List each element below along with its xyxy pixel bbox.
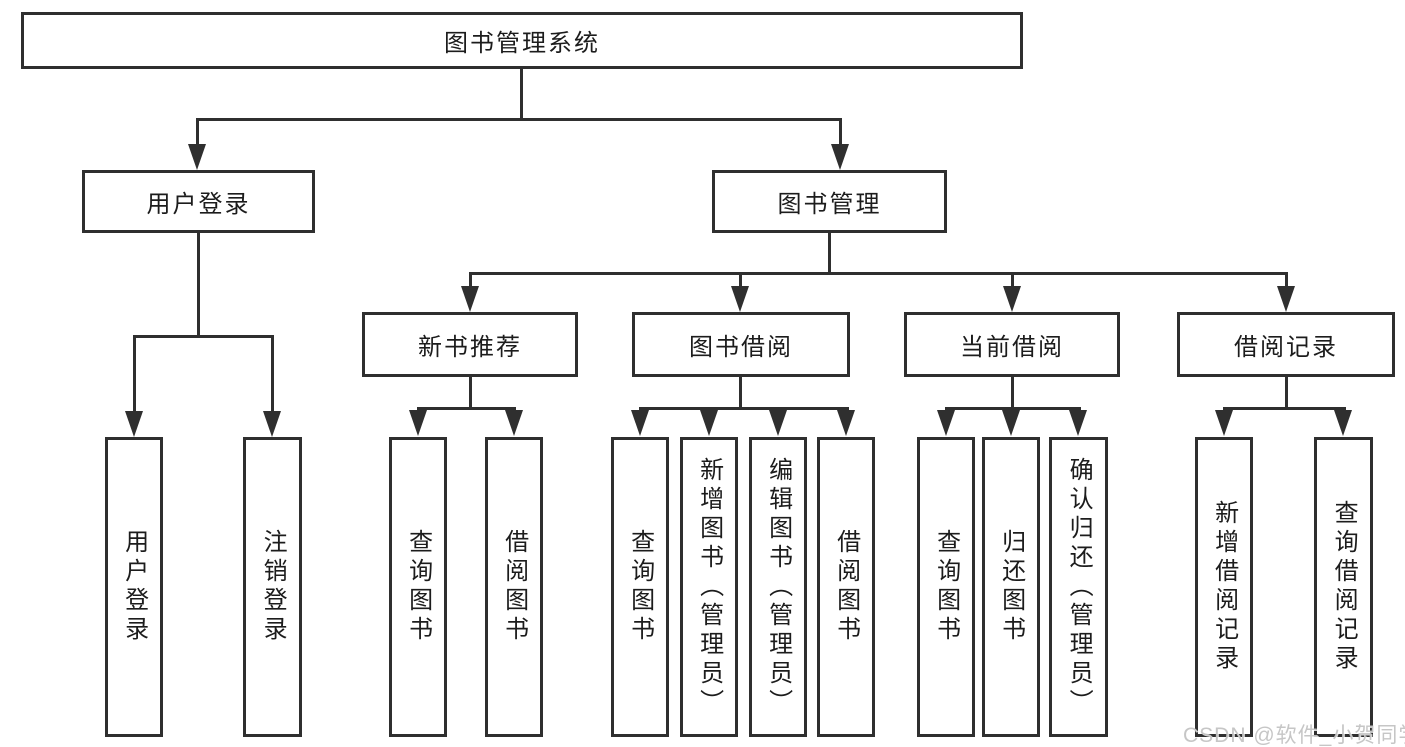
- leaf-label: 新增借阅记录: [1210, 500, 1238, 674]
- node-label: 借阅记录: [1234, 334, 1338, 361]
- connector-line: [417, 407, 516, 410]
- leaf-label: 确认归还（管理员）: [1065, 456, 1093, 718]
- arrow-down-icon: [188, 144, 206, 170]
- leaf-label: 编辑图书（管理员）: [764, 456, 792, 718]
- connector-line: [196, 118, 842, 121]
- connector-line: [133, 335, 136, 413]
- leaf-return-books: 归还图书: [982, 437, 1040, 737]
- connector-line: [196, 118, 199, 150]
- node-book-borrowing: 图书借阅: [632, 312, 850, 377]
- node-borrowing-records: 借阅记录: [1177, 312, 1395, 377]
- connector-line: [739, 272, 742, 290]
- connector-line: [839, 118, 842, 150]
- arrow-down-icon: [831, 144, 849, 170]
- connector-line: [1285, 377, 1288, 407]
- node-current-borrowing: 当前借阅: [904, 312, 1120, 377]
- connector-line: [828, 233, 831, 272]
- leaf-label: 用户登录: [120, 529, 148, 645]
- leaf-label: 借阅图书: [832, 529, 860, 645]
- connector-line: [469, 272, 472, 290]
- node-label: 图书借阅: [689, 334, 793, 361]
- connector-line: [133, 335, 274, 338]
- leaf-add-books-admin: 新增图书（管理员）: [680, 437, 738, 737]
- node-label: 当前借阅: [960, 334, 1064, 361]
- connector-line: [1011, 377, 1014, 407]
- node-label: 用户登录: [146, 191, 251, 218]
- connector-line: [1285, 272, 1288, 290]
- leaf-borrow-books-recommendation: 借阅图书: [485, 437, 543, 737]
- node-root-book-management-system: 图书管理系统: [21, 12, 1023, 69]
- node-label: 图书管理系统: [444, 30, 600, 57]
- leaf-query-books-current: 查询图书: [917, 437, 975, 737]
- arrow-down-icon: [505, 410, 523, 436]
- connector-line: [739, 377, 742, 407]
- node-new-book-recommendation: 新书推荐: [362, 312, 578, 377]
- arrow-down-icon: [461, 286, 479, 312]
- leaf-label: 归还图书: [997, 529, 1025, 645]
- node-label: 新书推荐: [418, 334, 522, 361]
- leaf-user-login: 用户登录: [105, 437, 163, 737]
- node-user-login: 用户登录: [82, 170, 315, 233]
- arrow-down-icon: [1003, 286, 1021, 312]
- arrow-down-icon: [263, 411, 281, 437]
- leaf-label: 新增图书（管理员）: [695, 456, 723, 718]
- arrow-down-icon: [731, 286, 749, 312]
- arrow-down-icon: [125, 411, 143, 437]
- leaf-confirm-return-admin: 确认归还（管理员）: [1049, 437, 1108, 737]
- leaf-label: 查询图书: [932, 529, 960, 645]
- leaf-add-borrow-record: 新增借阅记录: [1195, 437, 1253, 737]
- connector-line: [469, 272, 1288, 275]
- node-book-management: 图书管理: [712, 170, 947, 233]
- csdn-watermark: CSDN @软件_小贺同学: [1183, 724, 1405, 747]
- arrow-down-icon: [631, 410, 649, 436]
- leaf-label: 查询图书: [404, 529, 432, 645]
- leaf-query-books-recommendation: 查询图书: [389, 437, 447, 737]
- leaf-borrow-books: 借阅图书: [817, 437, 875, 737]
- arrow-down-icon: [409, 410, 427, 436]
- leaf-label: 借阅图书: [500, 529, 528, 645]
- connector-line: [469, 377, 472, 407]
- leaf-query-books-borrowing: 查询图书: [611, 437, 669, 737]
- leaf-query-borrow-record: 查询借阅记录: [1314, 437, 1373, 737]
- arrow-down-icon: [769, 410, 787, 436]
- connector-line: [520, 69, 523, 118]
- arrow-down-icon: [937, 410, 955, 436]
- leaf-edit-books-admin: 编辑图书（管理员）: [749, 437, 807, 737]
- arrow-down-icon: [1069, 410, 1087, 436]
- arrow-down-icon: [837, 410, 855, 436]
- leaf-label: 查询借阅记录: [1330, 500, 1358, 674]
- arrow-down-icon: [1334, 410, 1352, 436]
- connector-line: [945, 407, 1081, 410]
- connector-line: [639, 407, 849, 410]
- leaf-label: 注销登录: [259, 529, 287, 645]
- arrow-down-icon: [1277, 286, 1295, 312]
- connector-line: [271, 335, 274, 413]
- connector-line: [1223, 407, 1346, 410]
- node-label: 图书管理: [777, 191, 882, 218]
- connector-line: [1011, 272, 1014, 290]
- connector-line: [197, 233, 200, 335]
- leaf-label: 查询图书: [626, 529, 654, 645]
- leaf-logout: 注销登录: [243, 437, 302, 737]
- arrow-down-icon: [1002, 410, 1020, 436]
- arrow-down-icon: [700, 410, 718, 436]
- arrow-down-icon: [1215, 410, 1233, 436]
